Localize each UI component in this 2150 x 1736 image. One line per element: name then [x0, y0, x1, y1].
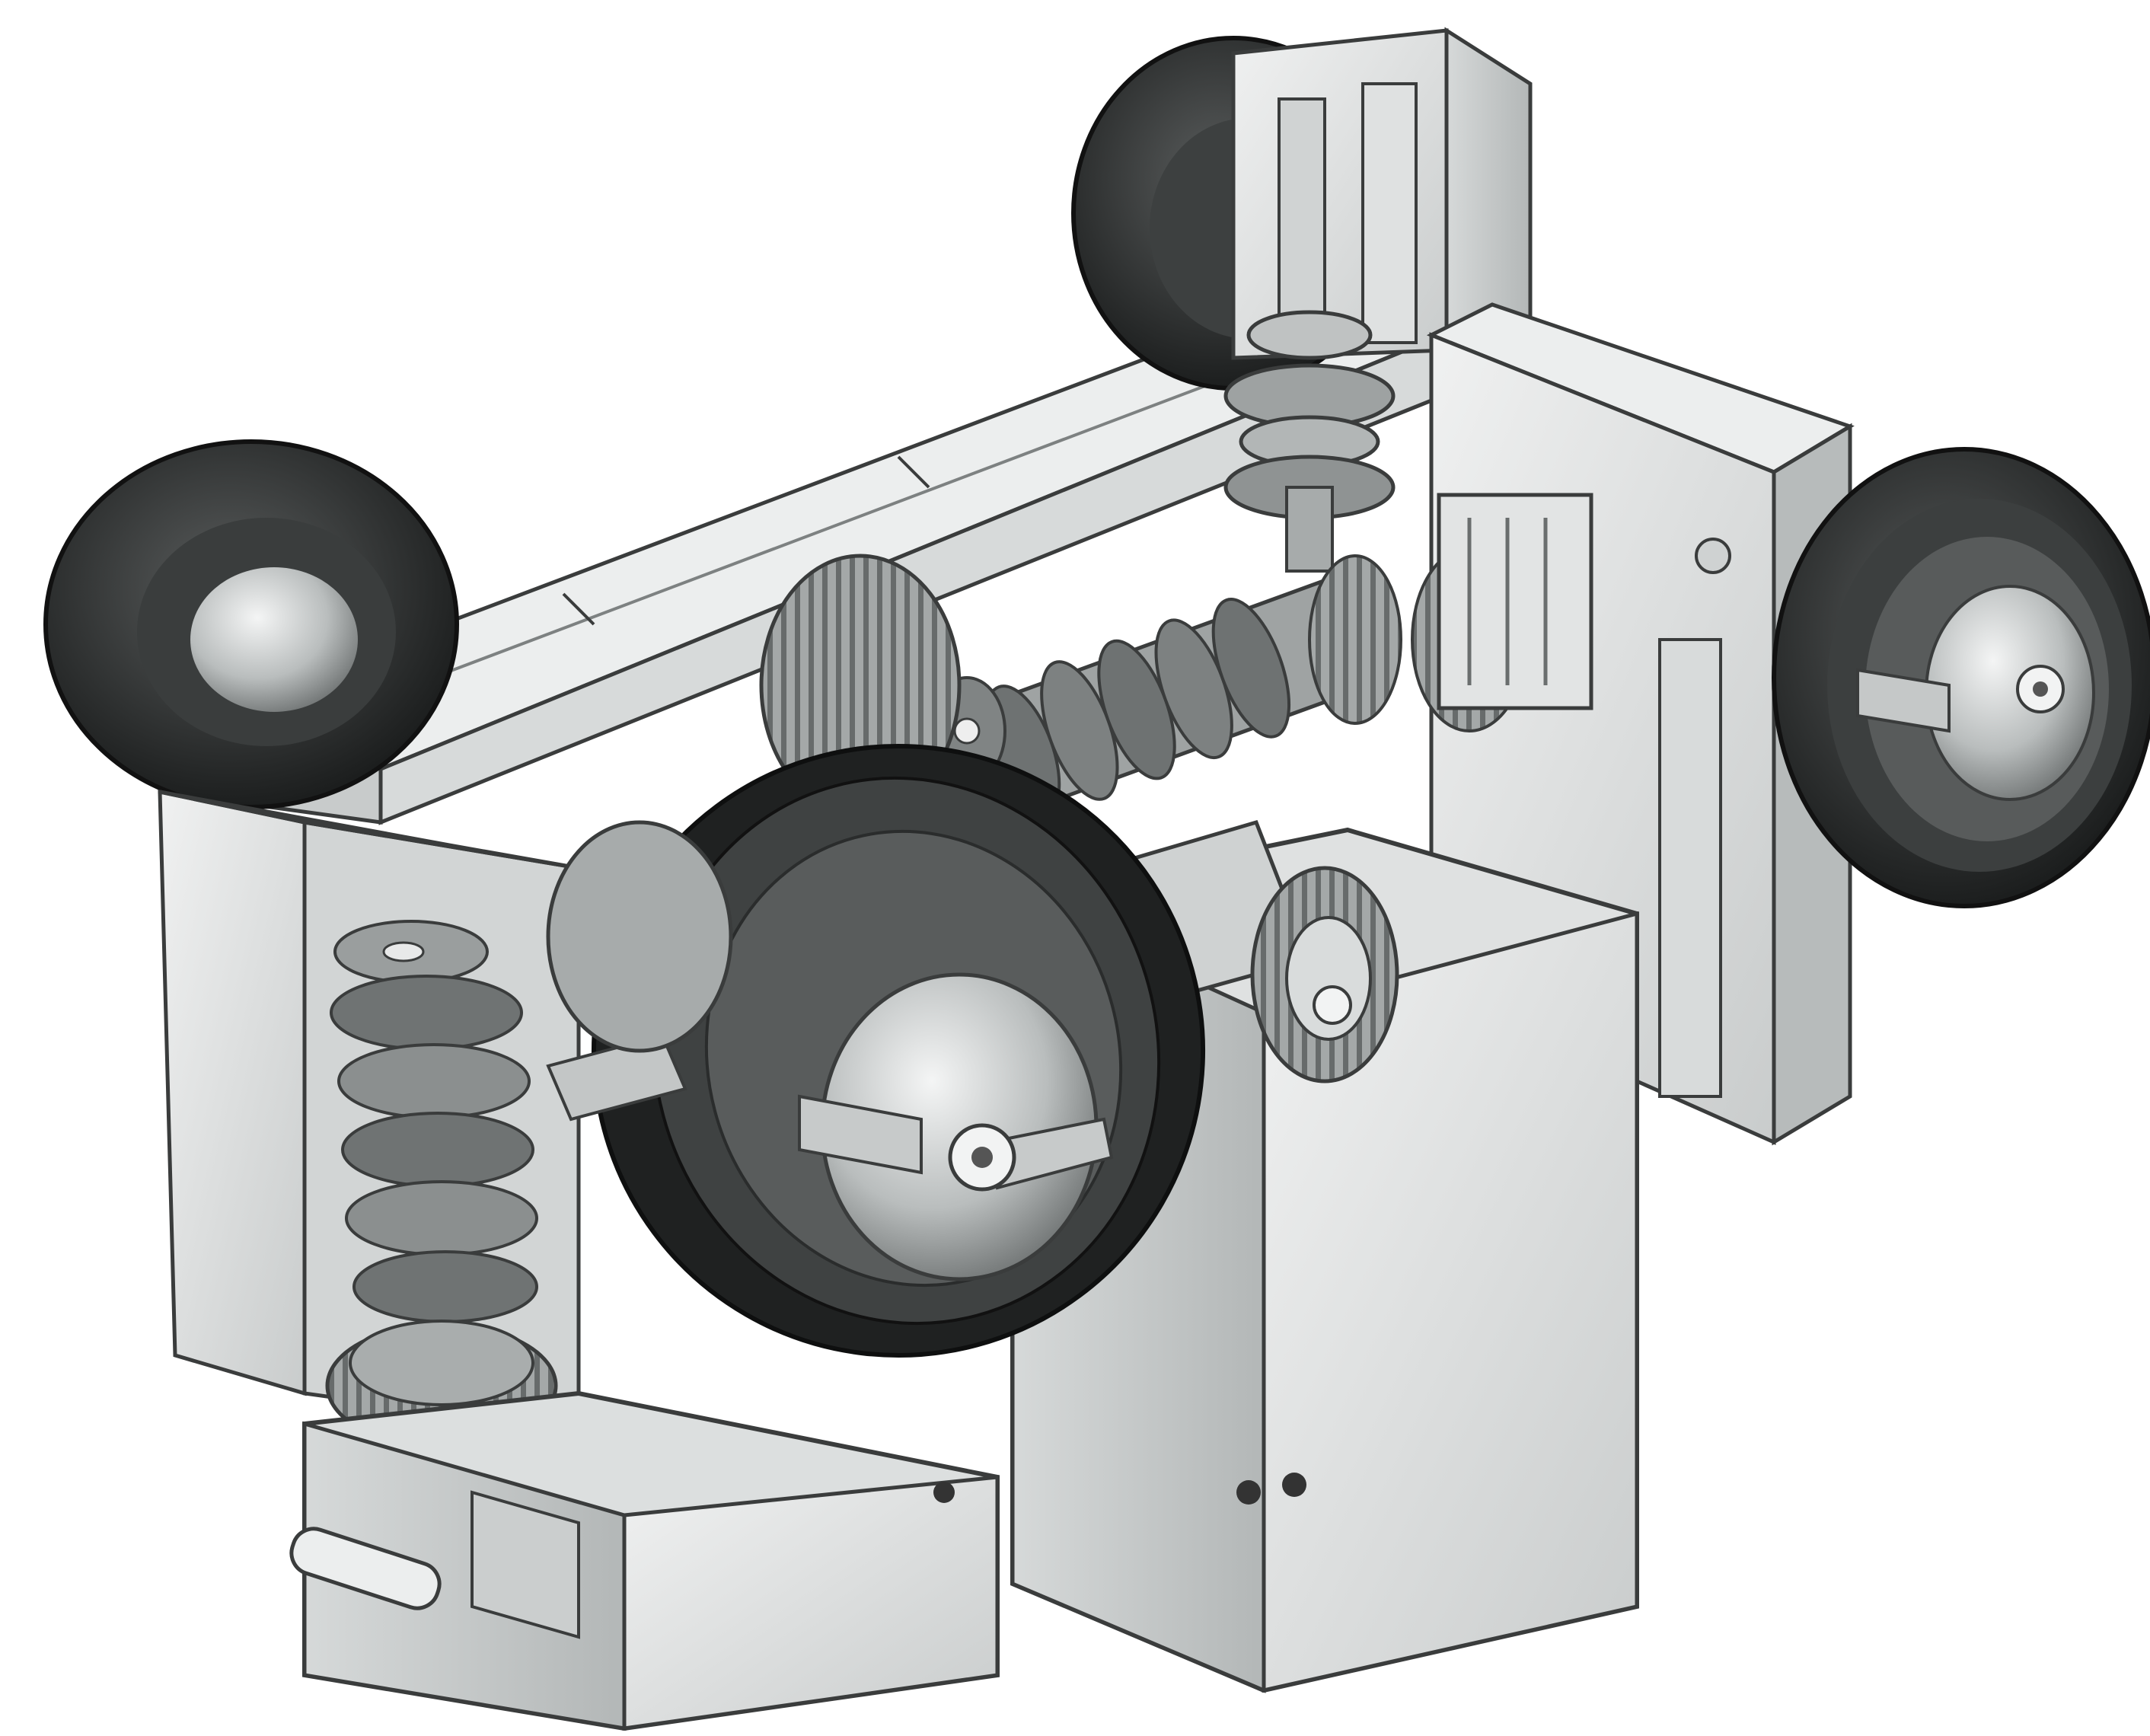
- wheel-right: [1772, 447, 2150, 908]
- vertical-worm-gear: [330, 920, 538, 1323]
- left-frame: [158, 789, 581, 1434]
- tower-block: [1231, 27, 1533, 360]
- pulley-stack: [1223, 310, 1396, 573]
- wheel-front: [592, 744, 1205, 1358]
- front-hub-block: [546, 820, 733, 1122]
- wheel-back-left: [43, 439, 459, 809]
- bottom-left-block: [289, 1390, 1000, 1731]
- small-spur-gear: [1411, 493, 1593, 732]
